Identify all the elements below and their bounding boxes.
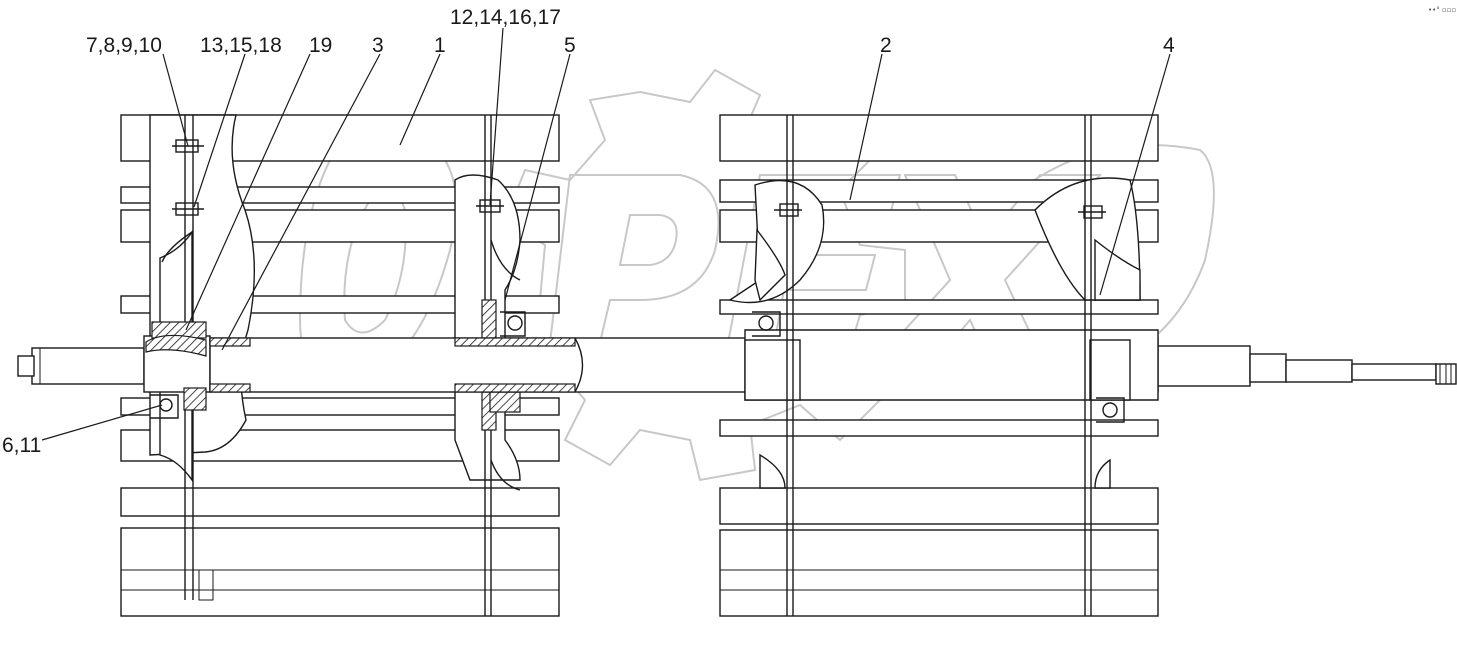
left-shaft-stub (31, 347, 145, 385)
callout-4: 4 (1163, 34, 1175, 57)
left-seal (145, 334, 207, 357)
callout-3: 3 (372, 34, 384, 57)
bolt-set-13-15 (172, 202, 204, 216)
right-slat-6 (719, 487, 1159, 525)
tube-wall-upper-mid (454, 337, 576, 347)
right-slat-5 (719, 419, 1159, 437)
right-slat-4 (719, 299, 1159, 315)
watermark-letter-p (543, 174, 720, 386)
right-slat-7 (719, 529, 1159, 617)
right-cutaway-left (728, 179, 825, 304)
right-shaft-step-1 (1157, 345, 1251, 387)
left-slat-7 (120, 487, 560, 517)
callout-19: 19 (309, 34, 332, 57)
callout-2: 2 (880, 34, 892, 57)
callout-13-15-18: 13,15,18 (200, 34, 282, 57)
right-bolt-right (1078, 205, 1106, 219)
right-shaft-step-4 (1351, 363, 1437, 381)
right-shaft-step-3 (1285, 359, 1353, 383)
right-drum-assembly (719, 114, 1159, 617)
callout-6-11: 6,11 (2, 434, 41, 457)
callout-labels: 7,8,9,10 13,15,18 19 3 1 12,14,16,17 5 2… (2, 6, 1175, 457)
callout-leaders (41, 27, 1171, 441)
middle-lug (507, 315, 523, 331)
right-bolt-left (774, 203, 802, 217)
tube-wall-lower-mid (454, 383, 576, 393)
callout-1: 1 (434, 34, 446, 57)
middle-hub-upper (481, 299, 497, 341)
left-slat-8 (120, 527, 560, 617)
left-shaft-tip (17, 355, 35, 377)
left-drum-assembly (120, 114, 560, 617)
callout-7-8-9-10: 7,8,9,10 (86, 34, 162, 57)
tube-wall-upper-left (209, 337, 251, 347)
right-slat-2 (719, 179, 1159, 203)
right-lug-upper (758, 315, 774, 331)
right-slat-1 (719, 114, 1159, 162)
callout-12-14-16-17: 12,14,16,17 (450, 6, 561, 29)
right-lug-lower (1102, 402, 1118, 418)
right-shaft-step-2 (1249, 353, 1287, 383)
corner-mark: ••° ▫▫▫ (1428, 6, 1456, 14)
callout-5: 5 (564, 34, 576, 57)
tube-wall-lower-left (209, 383, 251, 393)
